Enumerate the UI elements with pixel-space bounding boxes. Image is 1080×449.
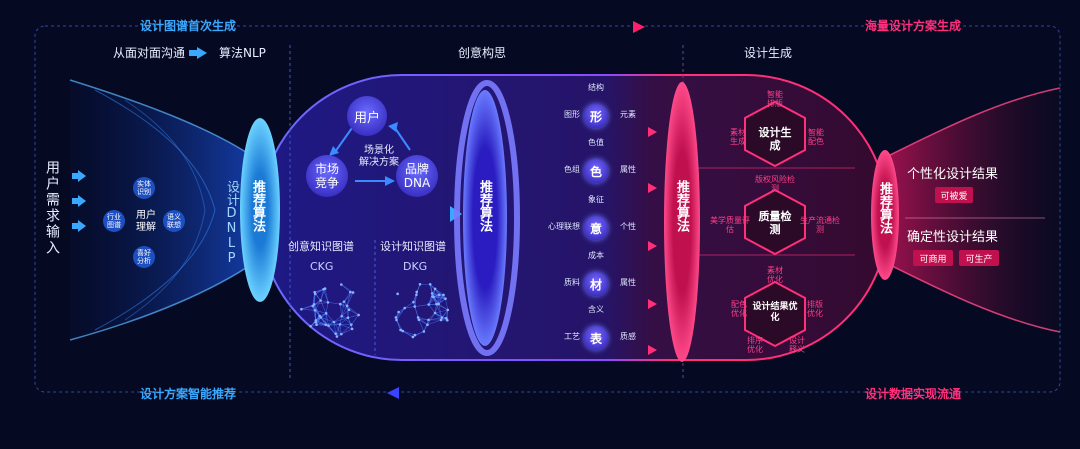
attribute-right-2: 个性: [620, 222, 636, 231]
hex1-top: 智能排版: [767, 90, 783, 108]
hex1-center: 设计生成: [758, 126, 792, 152]
dnlp-label: 设计DNLP: [224, 180, 239, 266]
attribute-top-3: 成本: [588, 251, 604, 260]
hex2-left: 美学质量评估: [710, 216, 750, 234]
hex3-right: 排版优化: [807, 300, 823, 318]
attribute-center-3: 材: [584, 272, 608, 296]
hex-quality-check: [744, 188, 806, 256]
attribute-top-0: 结构: [588, 83, 604, 92]
user-need-label: 用户需求输入: [44, 160, 60, 256]
result-personal: 个性化设计结果: [907, 167, 999, 182]
dkg-title: 设计知识图谱: [380, 240, 446, 253]
section-design-label: 设计生成: [744, 46, 793, 60]
dkg-network-graphic: [394, 282, 450, 339]
attribute-right-0: 元素: [620, 110, 636, 119]
node-market: 市场竞争: [306, 155, 348, 197]
attribute-right-4: 质感: [620, 332, 636, 341]
nlp-semantic-bubble: 语义联想: [163, 210, 185, 232]
attribute-right-3: 属性: [620, 278, 636, 287]
tag-certain-1: 可生产: [959, 250, 999, 266]
hex3-bottom-left: 排序优化: [747, 336, 763, 354]
attribute-center-1: 色: [584, 159, 608, 183]
ckg-network-graphic: [300, 283, 360, 338]
attribute-right-1: 属性: [620, 165, 636, 174]
hex2-center: 质量检测: [758, 210, 792, 236]
hex1-left: 素材生成: [730, 128, 746, 146]
tag-personal-0: 可被爱: [935, 187, 973, 203]
creative-algo-ring: [463, 90, 507, 346]
nlp-understand-label: 用户理解: [136, 210, 156, 233]
comm-face-label: 从面对面沟通: [113, 46, 186, 60]
node-brand: 品牌DNA: [396, 155, 438, 197]
hex2-right: 生产流通检测: [800, 216, 840, 234]
ckg-abbr: CKG: [310, 260, 334, 273]
triangle-center-line1: 场景化: [364, 145, 394, 156]
dnlp-rec-algo-label: 推荐算法: [250, 180, 265, 232]
hex1-right: 智能配色: [808, 128, 824, 146]
dnlp-ring: [240, 118, 280, 302]
design-rec-algo-label: 推荐算法: [674, 180, 689, 232]
triangle-arrows: [334, 127, 411, 182]
attribute-left-4: 工艺: [564, 332, 580, 341]
bottom-left-label: 设计方案智能推荐: [140, 387, 237, 401]
node-user: 用户: [347, 96, 387, 136]
section-creative-label: 创意构思: [458, 46, 507, 60]
bottom-right-label: 设计数据实现流通: [865, 387, 962, 401]
design-algo-ring: [664, 82, 700, 362]
attribute-left-3: 质料: [564, 278, 580, 287]
nlp-entity-bubble: 实体识别: [133, 177, 155, 199]
nlp-industry-bubble: 行业图谱: [103, 210, 125, 232]
attribute-arrows: [530, 127, 657, 355]
ckg-title: 创意知识图谱: [288, 240, 354, 253]
result-certain: 确定性设计结果: [907, 230, 999, 245]
attribute-center-4: 表: [584, 326, 608, 350]
attribute-center-2: 意: [584, 216, 608, 240]
top-left-label: 设计图谱首次生成: [140, 19, 237, 33]
nlp-preference-bubble: 喜好分析: [133, 246, 155, 268]
hex2-top: 版权风险检测: [755, 175, 795, 193]
attribute-left-1: 色组: [564, 165, 580, 174]
hex3-left: 配色优化: [731, 300, 747, 318]
output-rec-algo-label: 推荐算法: [877, 182, 892, 234]
hex-result-optimize: [744, 280, 806, 348]
attribute-top-2: 象征: [588, 195, 604, 204]
attribute-center-0: 形: [584, 104, 608, 128]
input-funnel: [70, 80, 258, 340]
hex3-bottom-right: 设计释义: [789, 336, 805, 354]
hex3-top: 素材优化: [767, 266, 783, 284]
output-algo-ring: [871, 150, 899, 280]
comm-nlp-label: 算法NLP: [219, 46, 266, 60]
attribute-top-4: 含义: [588, 305, 604, 314]
dkg-abbr: DKG: [403, 260, 428, 273]
output-funnel: [880, 88, 1060, 332]
tag-certain-0: 可商用: [913, 250, 953, 266]
attribute-left-0: 图形: [564, 110, 580, 119]
creative-rec-algo-label: 推荐算法: [477, 180, 492, 232]
attribute-left-2: 心理联想: [548, 222, 580, 231]
attribute-top-1: 色值: [588, 138, 604, 147]
triangle-center-line2: 解决方案: [359, 157, 399, 168]
input-arrows: [72, 170, 86, 232]
top-right-label: 海量设计方案生成: [865, 19, 962, 33]
hex3-center: 设计结果优化: [752, 302, 798, 323]
hex-design-generate: [744, 100, 806, 168]
